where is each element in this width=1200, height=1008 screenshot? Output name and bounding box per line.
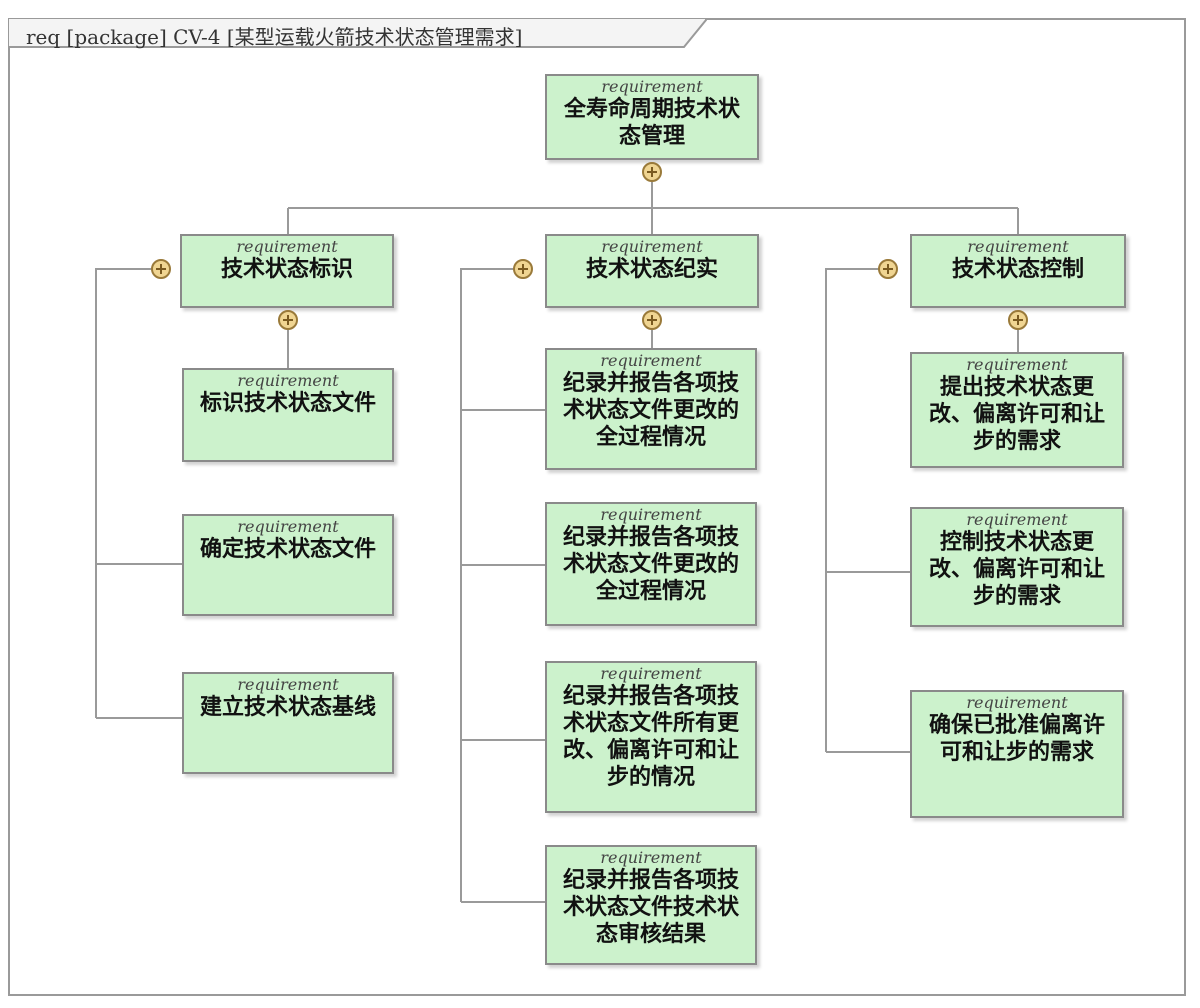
stereotype-label: requirement <box>966 693 1068 712</box>
stereotype-label: requirement <box>600 664 702 683</box>
stereotype-label: requirement <box>600 848 702 867</box>
requirement-name: 确保已批准偏离许可和让步的需求 <box>928 712 1105 765</box>
header-tab-shape <box>8 18 707 48</box>
requirement-identify[interactable]: requirement 技术状态标识 <box>180 234 394 308</box>
requirement-record[interactable]: requirement 技术状态纪实 <box>545 234 759 308</box>
requirement-name: 全寿命周期技术状态管理 <box>563 96 740 149</box>
requirement-root[interactable]: requirement 全寿命周期技术状态管理 <box>545 74 759 160</box>
requirement-name: 纪录并报告各项技术状态文件所有更改、偏离许可和让步的情况 <box>562 683 739 790</box>
expand-plus-icon[interactable] <box>513 259 533 279</box>
stereotype-label: requirement <box>237 675 339 694</box>
control-connector <box>825 268 1019 753</box>
requirement-control[interactable]: requirement 技术状态控制 <box>910 234 1126 308</box>
stereotype-label: requirement <box>601 237 703 256</box>
expand-plus-icon[interactable] <box>642 162 662 182</box>
requirement-name: 技术状态纪实 <box>585 256 718 282</box>
diagram-title: req [package] CV-4 [某型运载火箭技术状态管理需求] <box>26 25 523 49</box>
stereotype-label: requirement <box>237 371 339 390</box>
requirement-record-4[interactable]: requirement 纪录并报告各项技术状态文件技术状态审核结果 <box>545 845 757 965</box>
requirement-name: 纪录并报告各项技术状态文件更改的全过程情况 <box>562 524 739 604</box>
expand-plus-icon[interactable] <box>1008 310 1028 330</box>
requirement-record-3[interactable]: requirement 纪录并报告各项技术状态文件所有更改、偏离许可和让步的情况 <box>545 661 757 813</box>
stereotype-label: requirement <box>236 237 338 256</box>
root-connector <box>287 182 1019 234</box>
expand-plus-icon[interactable] <box>278 310 298 330</box>
requirement-identify-1[interactable]: requirement 标识技术状态文件 <box>182 368 394 462</box>
requirement-name: 建立技术状态基线 <box>199 694 376 720</box>
stereotype-label: requirement <box>601 77 703 96</box>
stereotype-label: requirement <box>967 237 1069 256</box>
requirement-record-2[interactable]: requirement 纪录并报告各项技术状态文件更改的全过程情况 <box>545 502 757 626</box>
requirement-name: 提出技术状态更改、偏离许可和让步的需求 <box>928 374 1105 454</box>
requirement-name: 纪录并报告各项技术状态文件技术状态审核结果 <box>562 867 739 947</box>
requirement-control-3[interactable]: requirement 确保已批准偏离许可和让步的需求 <box>910 690 1124 818</box>
stereotype-label: requirement <box>966 355 1068 374</box>
requirement-name: 纪录并报告各项技术状态文件更改的全过程情况 <box>562 370 739 450</box>
requirement-identify-2[interactable]: requirement 确定技术状态文件 <box>182 514 394 616</box>
requirement-control-2[interactable]: requirement 控制技术状态更改、偏离许可和让步的需求 <box>910 507 1124 627</box>
stereotype-label: requirement <box>600 351 702 370</box>
identify-connector <box>95 268 289 719</box>
requirement-name: 技术状态控制 <box>951 256 1084 282</box>
requirement-control-1[interactable]: requirement 提出技术状态更改、偏离许可和让步的需求 <box>910 352 1124 468</box>
expand-plus-icon[interactable] <box>878 259 898 279</box>
stereotype-label: requirement <box>600 505 702 524</box>
requirement-name: 标识技术状态文件 <box>199 390 376 416</box>
requirement-name: 技术状态标识 <box>220 256 353 282</box>
expand-plus-icon[interactable] <box>151 259 171 279</box>
stereotype-label: requirement <box>237 517 339 536</box>
requirement-name: 确定技术状态文件 <box>199 536 376 562</box>
requirement-identify-3[interactable]: requirement 建立技术状态基线 <box>182 672 394 774</box>
record-connector <box>460 268 653 903</box>
requirement-name: 控制技术状态更改、偏离许可和让步的需求 <box>928 529 1105 609</box>
stereotype-label: requirement <box>966 510 1068 529</box>
requirement-record-1[interactable]: requirement 纪录并报告各项技术状态文件更改的全过程情况 <box>545 348 757 470</box>
expand-plus-icon[interactable] <box>642 310 662 330</box>
